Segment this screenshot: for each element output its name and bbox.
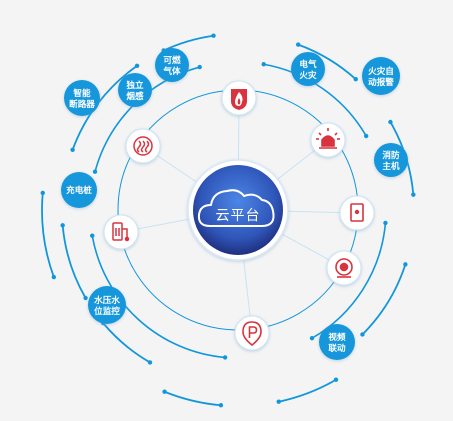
label-video-linkage[interactable]: 视频 联动 [319, 324, 355, 360]
parking-node[interactable] [234, 315, 270, 351]
arc-end-dot [411, 192, 416, 197]
arc-end-dot [83, 295, 88, 301]
orbit-arc [361, 263, 407, 336]
label-charging-pile[interactable]: 充电桩 [61, 172, 97, 208]
arc-end-dot [162, 389, 167, 394]
svg-text:火灾自: 火灾自 [368, 65, 394, 77]
svg-text:水压水: 水压水 [94, 294, 120, 306]
orbit-arc [163, 390, 222, 407]
svg-text:可燃: 可燃 [163, 54, 181, 66]
arc-end-dot [90, 233, 95, 238]
orbit-arc [102, 322, 151, 364]
arc-end-dot [211, 33, 216, 38]
charging-pile-icon [112, 222, 130, 242]
arc-end-dot [134, 63, 140, 69]
svg-text:充电桩: 充电桩 [66, 184, 92, 196]
camera-icon [335, 258, 353, 278]
hydrant-box-icon [350, 203, 364, 222]
svg-text:独立: 独立 [126, 79, 144, 91]
orbit-arc [297, 43, 357, 81]
icon-nodes [103, 80, 375, 351]
camera-node[interactable] [326, 250, 362, 286]
label-combustible-gas[interactable]: 可燃 气体 [155, 48, 189, 82]
label-water-pressure-monitor[interactable]: 水压水 位监控 [88, 286, 126, 324]
svg-text:电气: 电气 [299, 58, 317, 70]
arc-end-dot [333, 377, 339, 382]
fire-node[interactable] [221, 80, 257, 116]
label-auto-fire-alarm[interactable]: 火灾自 动报警 [362, 57, 400, 95]
alarm-light-icon [316, 128, 340, 149]
arc-end-dot [276, 399, 281, 404]
category-labels: 可燃 气体 电气 火灾 火灾自 动报警 独立 烟感 智能 断路器 消防 主机 [61, 48, 408, 360]
svg-text:主机: 主机 [382, 160, 400, 172]
svg-text:断路器: 断路器 [69, 98, 95, 110]
heat-wave-icon [133, 136, 153, 156]
heat-wave-node[interactable] [125, 128, 161, 164]
svg-text:动报警: 动报警 [368, 76, 394, 88]
cloud-icon [197, 189, 275, 227]
inner-orbit-ring [117, 89, 359, 331]
arc-end-dot [222, 355, 228, 360]
arc-end-dot [388, 119, 393, 125]
orbit-arc [277, 378, 337, 403]
orbit-arc [41, 192, 55, 278]
svg-text:位监控: 位监控 [94, 305, 120, 317]
parking-icon [242, 321, 262, 347]
arc-end-dot [197, 64, 202, 70]
arc-end-dot [295, 42, 301, 47]
center-label: 云平台 [216, 208, 261, 224]
arc-end-dot [360, 332, 365, 337]
arc-end-dot [218, 403, 224, 408]
svg-text:视频: 视频 [328, 331, 346, 343]
hydrant-box-node[interactable] [339, 195, 375, 231]
svg-text:烟感: 烟感 [126, 90, 144, 102]
orbit-arc [91, 234, 226, 359]
cloud-platform-hub[interactable]: 云平台 [187, 159, 289, 261]
label-smart-breaker[interactable]: 智能 断路器 [64, 80, 100, 116]
svg-text:智能: 智能 [73, 87, 91, 99]
alarm-light-node[interactable] [310, 122, 346, 158]
orbit-arc [61, 224, 87, 299]
arc-end-dot [147, 360, 153, 365]
arc-end-dot [40, 190, 45, 196]
arc-end-dot [51, 274, 57, 280]
arc-end-dot [92, 169, 98, 174]
charging-pile-node[interactable] [103, 214, 139, 250]
svg-text:联动: 联动 [328, 342, 346, 354]
svg-text:消防: 消防 [382, 149, 400, 161]
label-standalone-smoke[interactable]: 独立 烟感 [118, 73, 152, 107]
arc-end-dot [353, 77, 358, 82]
arc-end-dot [363, 133, 369, 139]
svg-text:火灾: 火灾 [299, 69, 317, 81]
arc-end-dot [70, 147, 75, 153]
label-fire-control-host[interactable]: 消防 主机 [374, 143, 408, 177]
orbit-arc [262, 63, 367, 137]
label-electrical-fire[interactable]: 电气 火灾 [291, 52, 325, 86]
arc-end-dot [261, 62, 266, 67]
svg-text:气体: 气体 [162, 65, 181, 77]
arc-end-dot [403, 262, 408, 267]
fire-icon [231, 89, 247, 110]
arc-end-dot [309, 335, 315, 341]
arc-end-dot [383, 220, 388, 226]
arc-end-dot [60, 223, 65, 228]
